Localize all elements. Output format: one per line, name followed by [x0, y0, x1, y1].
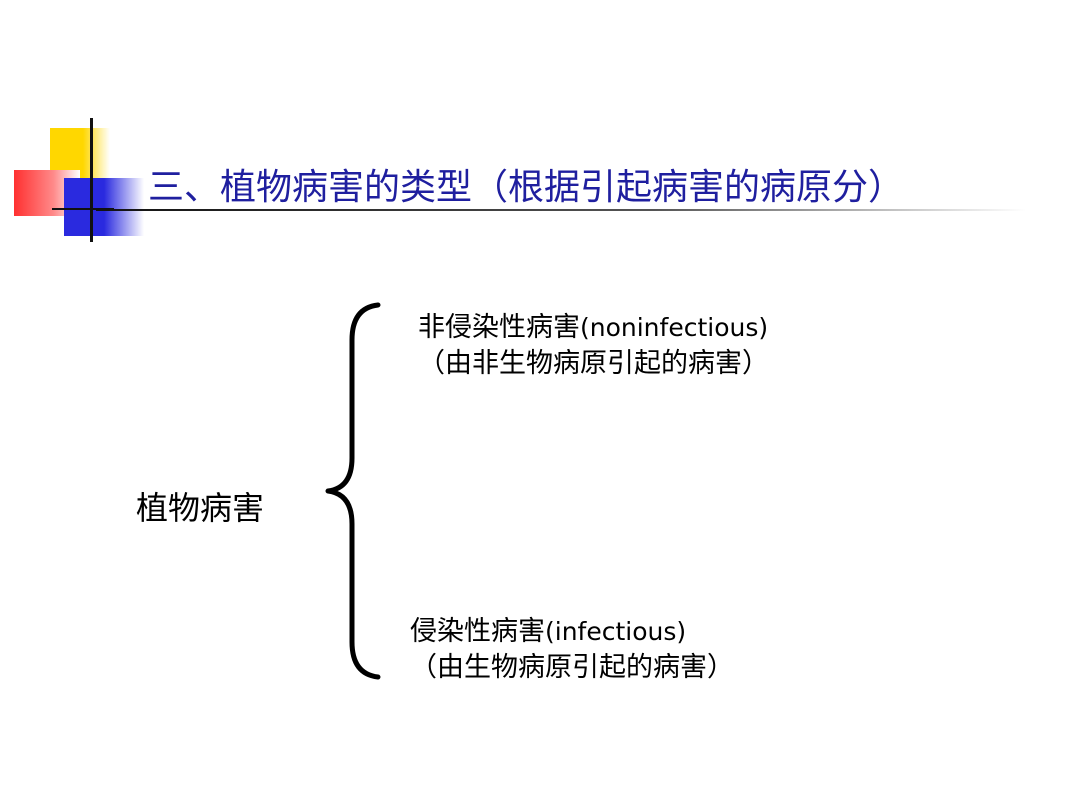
decor-blue-square [64, 178, 144, 236]
decor-horizontal-line [52, 208, 114, 210]
slide-title: 三、植物病害的类型（根据引起病害的病原分） [148, 167, 905, 208]
branch-noninfectious-en: (noninfectious) [580, 313, 769, 342]
curly-brace [325, 302, 381, 680]
title-underline [96, 209, 1026, 211]
root-label: 植物病害 [136, 489, 265, 527]
branch-noninfectious-zh: 非侵染性病害 [418, 312, 580, 343]
branch-infectious: 侵染性病害(infectious) （由生物病原引起的病害） [410, 614, 734, 686]
branch-infectious-note: （由生物病原引起的病害） [410, 652, 734, 683]
branch-infectious-en: (infectious) [545, 617, 687, 646]
branch-infectious-zh: 侵染性病害 [410, 616, 545, 647]
branch-noninfectious-note: （由非生物病原引起的病害） [418, 348, 769, 379]
branch-noninfectious-label: 非侵染性病害(noninfectious) [418, 310, 769, 346]
branch-noninfectious: 非侵染性病害(noninfectious) （由非生物病原引起的病害） [418, 310, 769, 382]
branch-infectious-label: 侵染性病害(infectious) [410, 614, 734, 650]
decor-vertical-line [90, 118, 93, 242]
